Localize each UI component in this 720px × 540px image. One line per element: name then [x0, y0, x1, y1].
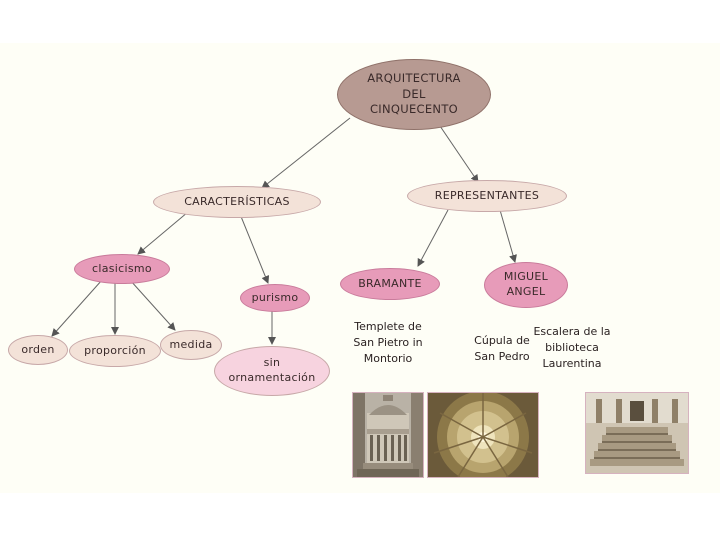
medida-node: medida [160, 330, 222, 360]
bramante-label: BRAMANTE [358, 276, 422, 290]
sin-ornamentacion-line-2: ornamentación [228, 371, 316, 384]
miguel-angel-node: MIGUEL ANGEL [484, 262, 568, 308]
clasicismo-label: clasicismo [92, 261, 152, 275]
escalera-caption: Escalera de la biblioteca Laurentina [530, 324, 614, 372]
cupula-photo [427, 392, 539, 478]
escalera-photo [585, 392, 689, 474]
sin-ornamentacion-node: sin ornamentación [214, 346, 330, 396]
proporcion-node: proporción [69, 335, 161, 367]
templete-line-1: Templete de [354, 320, 422, 333]
representantes-label: REPRESENTANTES [434, 188, 540, 202]
templete-photo [352, 392, 424, 478]
representantes-node: REPRESENTANTES [407, 180, 567, 212]
root-line-2: DEL [402, 86, 426, 101]
caracteristicas-node: CARACTERÍSTICAS [153, 186, 321, 218]
root-node: ARQUITECTURA DEL CINQUECENTO [337, 59, 491, 130]
cupula-caption: Cúpula de San Pedro [466, 333, 538, 365]
purismo-node: purismo [240, 284, 310, 312]
cupula-line-1: Cúpula de [474, 334, 530, 347]
escalera-line-2: biblioteca [545, 340, 599, 354]
orden-label: orden [21, 342, 55, 356]
bramante-node: BRAMANTE [340, 268, 440, 300]
proporcion-label: proporción [84, 343, 146, 357]
cupula-line-2: San Pedro [474, 349, 530, 363]
root-line-1: ARQUITECTURA [367, 71, 461, 86]
medida-label: medida [169, 337, 213, 351]
clasicismo-node: clasicismo [74, 254, 170, 284]
orden-node: orden [8, 335, 68, 365]
miguel-angel-line-2: ANGEL [506, 285, 546, 298]
miguel-angel-line-1: MIGUEL [503, 270, 549, 284]
templete-line-2: San Pietro in [353, 335, 423, 349]
purismo-label: purismo [251, 290, 299, 304]
templete-caption: Templete de San Pietro in Montorio [344, 319, 432, 367]
templete-line-3: Montorio [363, 351, 413, 365]
sin-ornamentacion-line-1: sin [263, 356, 281, 370]
caracteristicas-label: CARACTERÍSTICAS [184, 194, 290, 208]
root-line-3: CINQUECENTO [369, 102, 459, 117]
escalera-line-3: Laurentina [542, 356, 602, 370]
escalera-line-1: Escalera de la [533, 325, 611, 338]
